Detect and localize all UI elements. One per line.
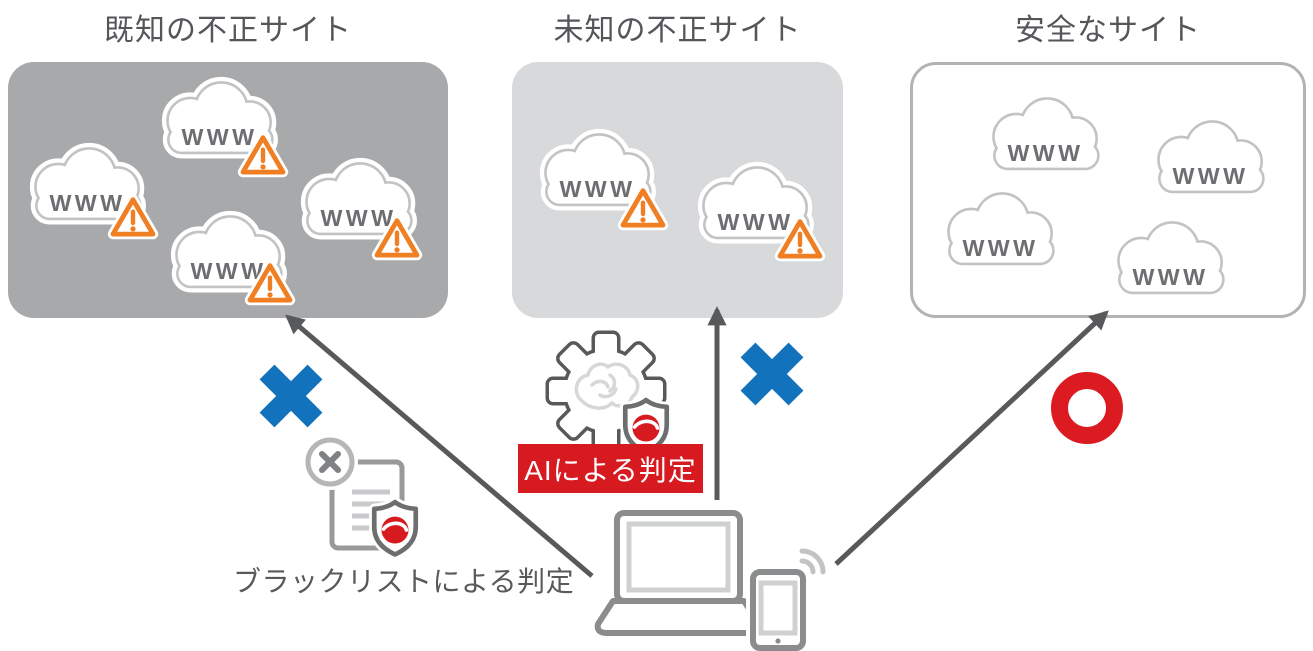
cloud-www-label: WWW [190, 258, 266, 284]
arrow-to-safe [834, 310, 1109, 566]
section-title-known-bad: 既知の不正サイト [104, 14, 352, 47]
warning-icon [371, 215, 423, 261]
cloud-www-label: WWW [49, 190, 125, 216]
ai-judgement-badge: AIによる判定 [518, 444, 703, 493]
security-shield-icon [370, 500, 420, 556]
blocked-x-icon [740, 342, 804, 406]
arrow-to-known-bad [285, 314, 594, 578]
www-cloud-icon: WWW [1143, 115, 1278, 201]
cloud-www-label: WWW [962, 235, 1038, 261]
security-shield-icon [621, 398, 671, 454]
www-cloud-icon: WWW [688, 161, 823, 247]
cloud-www-label: WWW [1132, 264, 1208, 290]
www-cloud-icon: WWW [161, 210, 296, 296]
www-cloud-icon: WWW [978, 92, 1113, 178]
www-cloud-icon: WWW [933, 187, 1068, 273]
laptop-base [594, 598, 763, 636]
blacklist-judgement-caption: ブラックリストによる判定 [233, 566, 575, 597]
cloud-www-label: WWW [559, 176, 635, 202]
www-cloud-icon: WWW [530, 128, 665, 214]
blocked-x-icon [259, 364, 323, 428]
ai-engine-gear-icon [546, 331, 666, 451]
wifi-icon [799, 558, 816, 575]
www-cloud-icon: WWW [152, 76, 287, 162]
warning-icon [107, 194, 159, 240]
www-cloud-icon: WWW [1103, 216, 1238, 302]
smartphone-icon [746, 545, 829, 651]
www-cloud-icon: WWW [291, 157, 426, 243]
cloud-www-label: WWW [717, 209, 793, 235]
warning-icon [774, 216, 826, 262]
allowed-circle-icon [1051, 372, 1123, 444]
warning-icon [244, 260, 296, 306]
cloud-www-label: WWW [181, 124, 257, 150]
section-title-safe: 安全なサイト [1015, 14, 1201, 47]
warning-icon [237, 132, 289, 178]
brain-icon [574, 362, 640, 410]
cloud-www-label: WWW [1007, 140, 1083, 166]
cloud-www-label: WWW [1172, 163, 1248, 189]
arrow-to-unknown-bad [707, 306, 727, 500]
warning-icon [617, 185, 669, 231]
cloud-www-label: WWW [320, 205, 396, 231]
section-title-unknown-bad: 未知の不正サイト [553, 14, 802, 47]
www-cloud-icon: WWW [20, 142, 155, 228]
